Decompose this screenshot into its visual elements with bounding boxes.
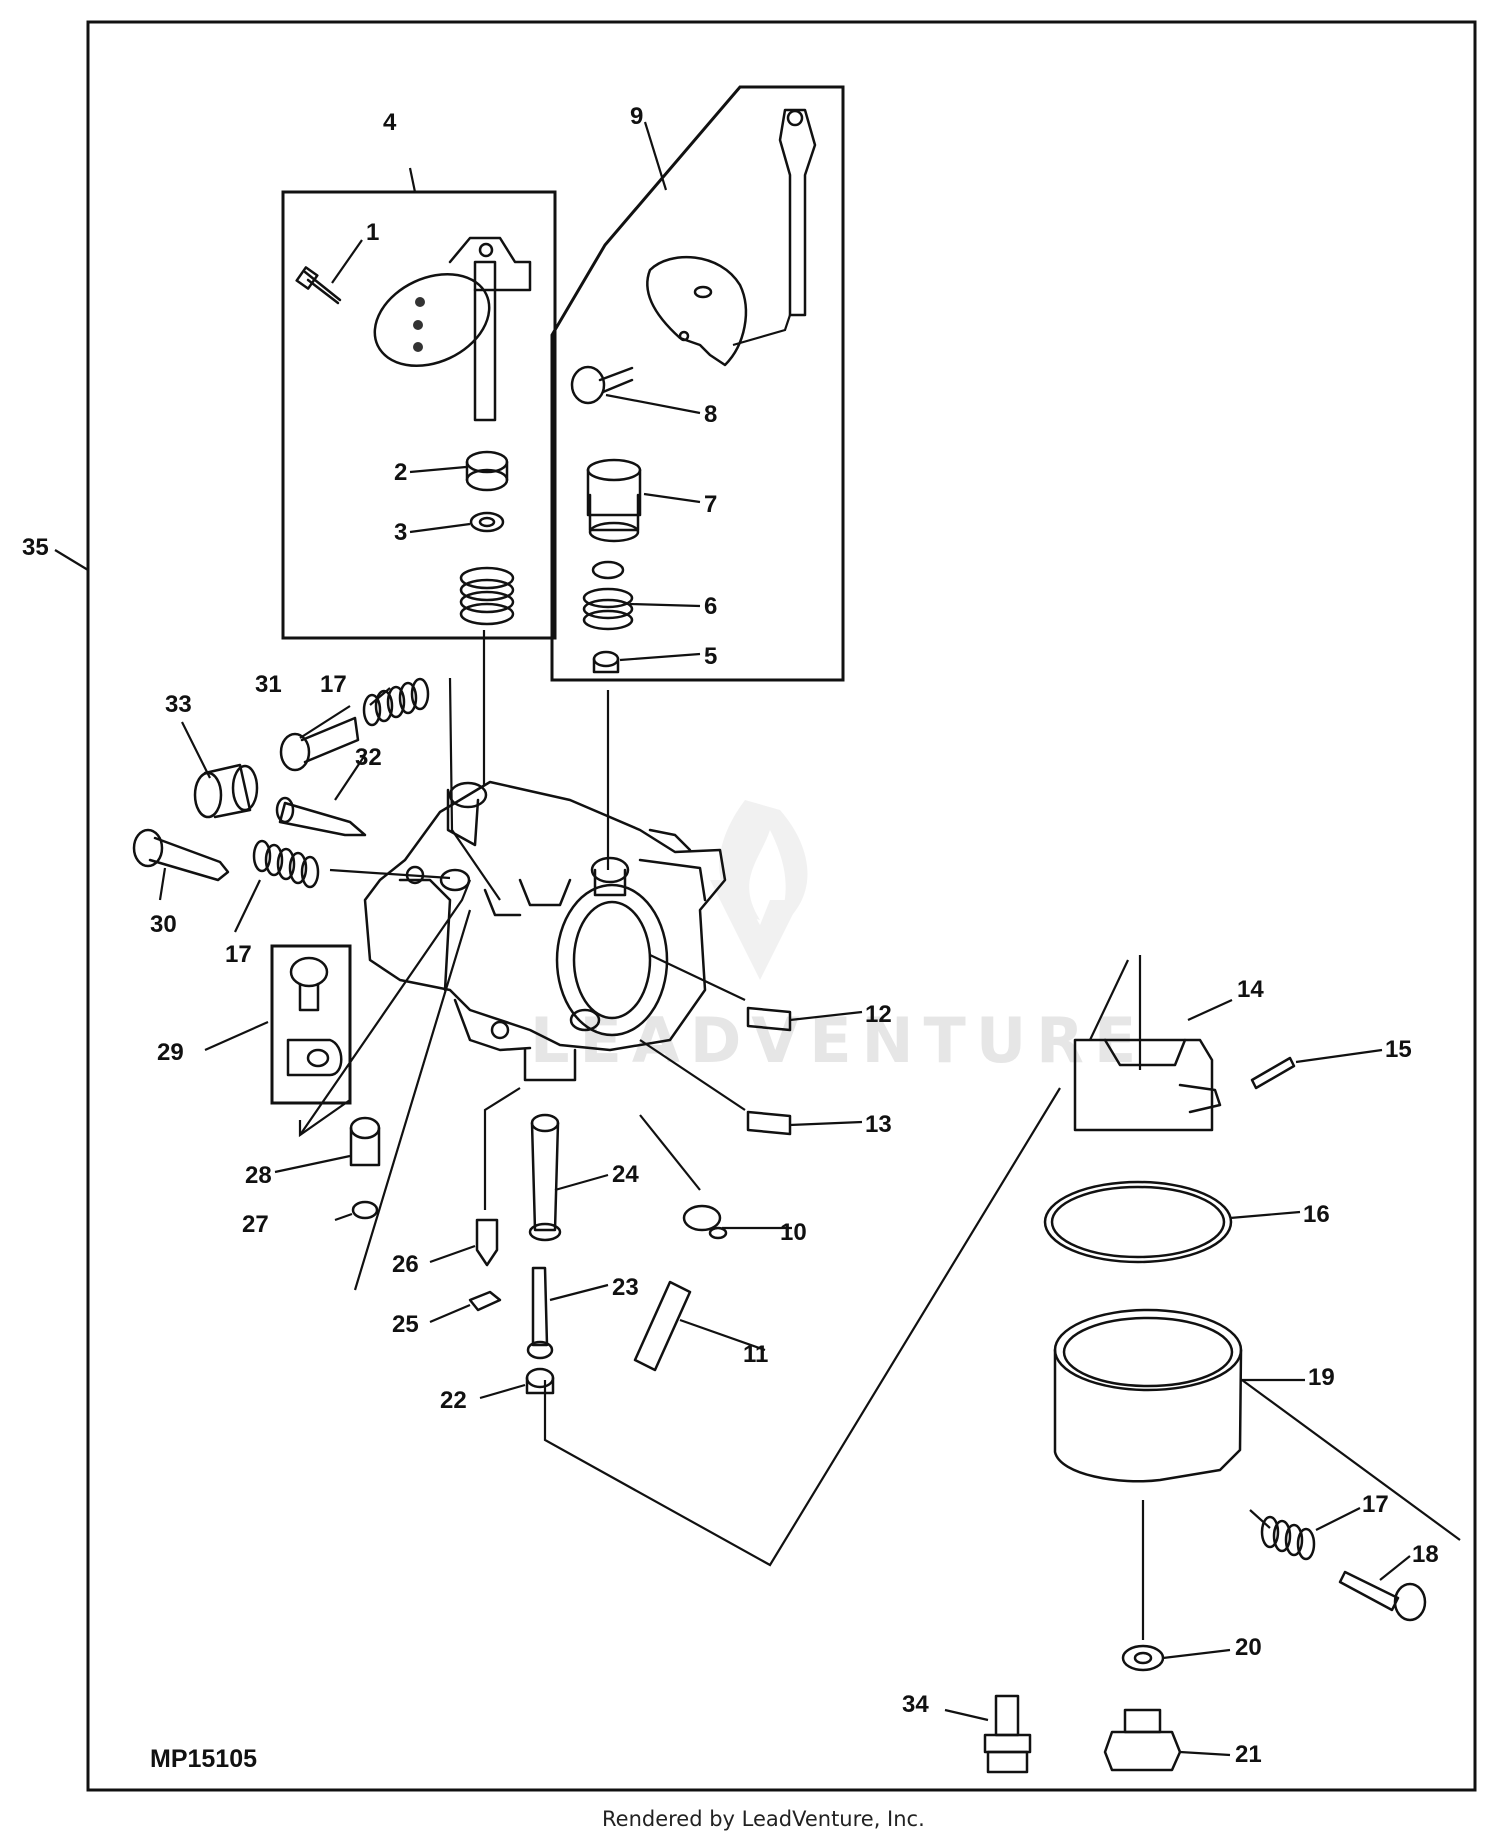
- tube-24: [528, 1113, 562, 1242]
- screw-30: [132, 828, 230, 882]
- callout-33: 33: [165, 691, 192, 718]
- washer-20: [1121, 1644, 1165, 1672]
- pin-15: [1250, 1056, 1296, 1090]
- callout-22: 22: [440, 1387, 467, 1414]
- callout-16: 16: [1303, 1201, 1330, 1228]
- group-9-frame: [550, 85, 845, 682]
- callout-25: 25: [392, 1311, 419, 1338]
- cap-33: [193, 763, 259, 819]
- float-bowl-19: [1053, 1308, 1243, 1483]
- bushing-2: [465, 450, 509, 492]
- screw-13: [746, 1110, 792, 1136]
- group-4-frame: [281, 190, 557, 640]
- group-29-frame: [270, 944, 352, 1105]
- callout-32: 32: [355, 744, 382, 771]
- bracket-group-29: [286, 1038, 343, 1077]
- footer-credit: Rendered by LeadVenture, Inc.: [602, 1807, 925, 1831]
- clip-10: [682, 1204, 728, 1240]
- callout-7: 7: [704, 491, 717, 518]
- seal-group-9: [591, 560, 625, 580]
- callout-8: 8: [704, 401, 717, 428]
- drain-plug-21: [1103, 1708, 1182, 1772]
- callout-3: 3: [394, 519, 407, 546]
- needle-32: [275, 796, 367, 837]
- screw-18: [1338, 1570, 1427, 1622]
- callout-2: 2: [394, 459, 407, 486]
- cap-22: [525, 1367, 555, 1395]
- callout-5: 5: [704, 643, 717, 670]
- spring-6: [582, 587, 634, 631]
- callout-1: 1: [366, 219, 379, 246]
- gasket-16: [1043, 1180, 1233, 1264]
- spring-17-upper: [362, 677, 430, 727]
- callout-24: 24: [612, 1161, 639, 1188]
- screw-1: [295, 266, 342, 305]
- clip-25: [468, 1290, 502, 1312]
- screw-31: [279, 716, 360, 772]
- diagram-frame: [86, 20, 1477, 1792]
- needle-26: [475, 1218, 499, 1267]
- carburetor-body: [363, 780, 727, 1082]
- throttle-shaft: [448, 236, 532, 422]
- screw-8: [570, 365, 634, 405]
- callout-17-right: 17: [1362, 1491, 1389, 1518]
- spring-17-right: [1260, 1515, 1316, 1561]
- callout-labels: 1 2 3 4 5 6 7 8 9 10 11 12 13 14 15 16 1…: [22, 103, 1439, 1768]
- callout-19: 19: [1308, 1364, 1335, 1391]
- callout-18: 18: [1412, 1541, 1439, 1568]
- callout-14: 14: [1237, 976, 1264, 1003]
- callout-27: 27: [242, 1211, 269, 1238]
- choke-shaft: [778, 108, 817, 317]
- callout-30: 30: [150, 911, 177, 938]
- screw-12: [746, 1006, 792, 1032]
- shaft-7: [586, 458, 642, 543]
- screw-28: [349, 1116, 381, 1167]
- callout-11: 11: [743, 1341, 768, 1368]
- callout-35: 35: [22, 534, 49, 561]
- choke-plate: [646, 255, 748, 367]
- callout-4: 4: [383, 109, 397, 136]
- callout-17-upper: 17: [320, 671, 347, 698]
- callout-28: 28: [245, 1162, 272, 1189]
- callout-17-left: 17: [225, 941, 252, 968]
- callout-9: 9: [630, 103, 643, 130]
- float-pin-11: [633, 1280, 692, 1372]
- callout-13: 13: [865, 1111, 892, 1138]
- leader-lines: [54, 121, 1461, 1757]
- callout-6: 6: [704, 593, 717, 620]
- callout-10: 10: [780, 1219, 807, 1246]
- seal-3: [469, 511, 505, 533]
- callout-26: 26: [392, 1251, 419, 1278]
- jet-23: [526, 1266, 554, 1360]
- watermark-logo: [710, 800, 808, 980]
- callout-29: 29: [157, 1039, 184, 1066]
- throttle-plate: [373, 273, 491, 367]
- callout-23: 23: [612, 1274, 639, 1301]
- float-14: [1073, 1038, 1222, 1132]
- bushing-5: [592, 650, 620, 674]
- screw-group-29: [289, 956, 329, 1012]
- spring-group-4: [459, 566, 515, 626]
- callout-15: 15: [1385, 1036, 1412, 1063]
- callout-12: 12: [865, 1001, 892, 1028]
- callout-21: 21: [1235, 1741, 1262, 1768]
- diagram-code: MP15105: [150, 1745, 257, 1773]
- callout-20: 20: [1235, 1634, 1262, 1661]
- spring-17-left: [252, 839, 320, 889]
- callout-31: 31: [255, 671, 282, 698]
- fitting-34: [983, 1694, 1032, 1774]
- callout-34: 34: [902, 1691, 929, 1718]
- seal-27: [351, 1200, 379, 1220]
